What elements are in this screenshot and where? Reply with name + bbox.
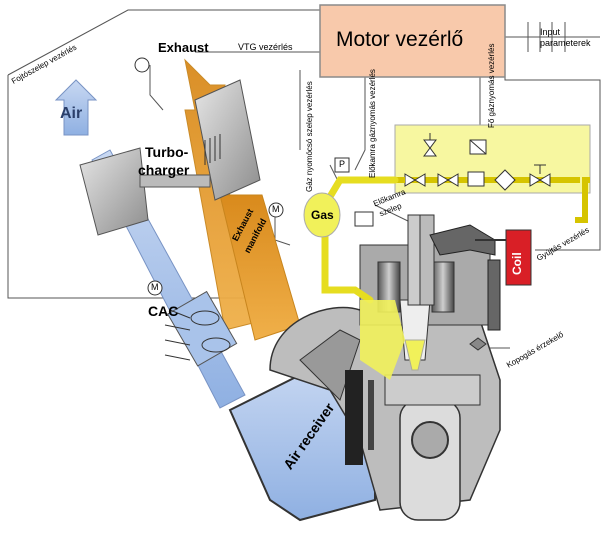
crank-wall [345, 370, 363, 465]
gas-label: Gas [311, 208, 334, 222]
prechamber-valve-box [354, 211, 374, 227]
motor-m2-circle [268, 202, 284, 218]
combustion-gas [360, 300, 405, 380]
ignition-coil [505, 229, 532, 286]
exhaust-label: Exhaust [158, 40, 209, 55]
controller-box [319, 4, 506, 78]
motor-m1-circle [147, 280, 163, 296]
crankpin [411, 421, 449, 459]
controller-title: Motor vezérlő [336, 28, 464, 51]
rocker-arm [429, 224, 496, 256]
pressure-sensor-text: P [339, 159, 346, 169]
parameters-label: parameterek [540, 38, 591, 48]
piston [384, 374, 481, 406]
cac-cooler [166, 290, 238, 367]
turbocharger-compressor [79, 147, 149, 236]
cac-label: CAC [148, 303, 179, 319]
motor-m2-text: M [272, 204, 280, 214]
pressure-sensor-box [334, 157, 350, 173]
gas-pressure-valve-label: Gáz nyomócsó szelep vezérlés [305, 81, 314, 192]
vtg-label: VTG vezérlés [238, 42, 293, 52]
throttle-circle [134, 57, 150, 73]
turbo-shaft [139, 174, 211, 188]
turbocharger-label-1: Turbo- [145, 144, 189, 160]
coil-label: Coil [510, 252, 524, 275]
turbocharger-turbine [194, 79, 261, 201]
connecting-rod [399, 399, 461, 521]
knock-sensor [469, 337, 487, 351]
prechamber-gas-pressure-label: Előkamra gáznyomás vezérlés [368, 69, 377, 178]
input-label: Input [540, 27, 561, 37]
turbocharger-label-2: charger [138, 162, 190, 178]
air-label: Air [60, 105, 83, 122]
gas-vessel [303, 192, 341, 238]
motor-m1-text: M [151, 282, 159, 292]
gas-train-components [404, 133, 551, 191]
valve-spring-right [431, 261, 455, 313]
air-intake-arrow [54, 79, 98, 136]
main-gas-pressure-label: Fő gáznyomás vezérlés [487, 43, 496, 128]
